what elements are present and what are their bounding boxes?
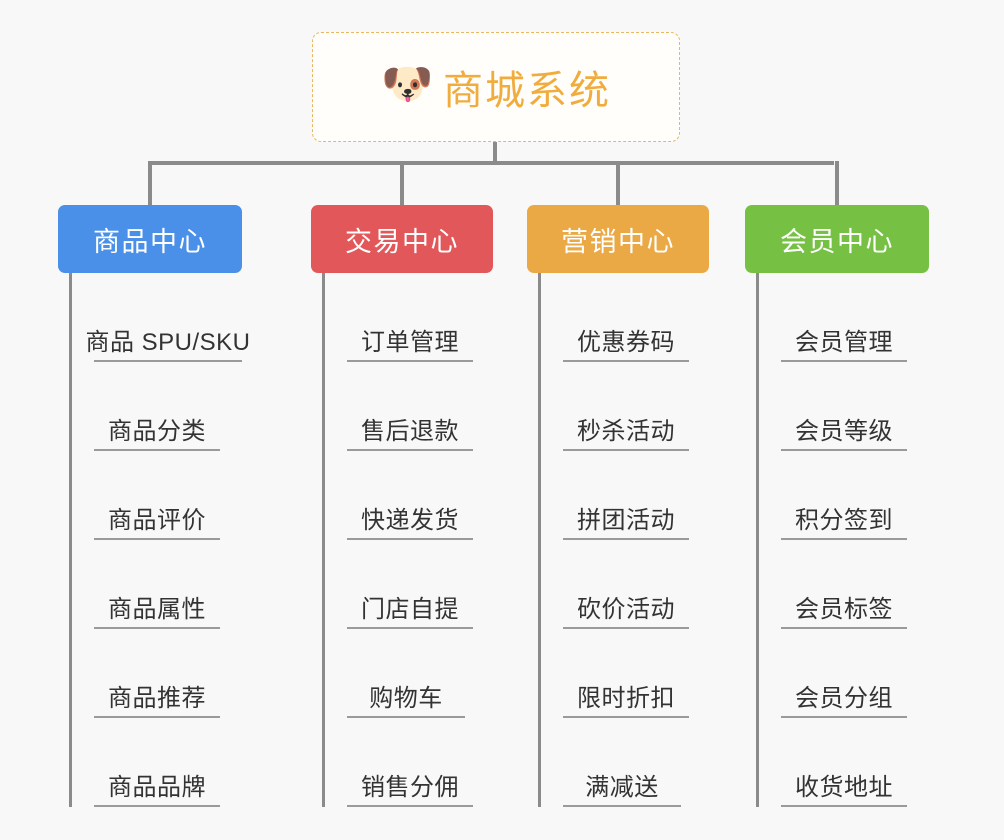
leaf-node-label: 商品推荐 [108,684,206,712]
leaf-node-label: 会员标签 [795,595,893,623]
branch-header-label: 交易中心 [345,226,459,257]
leaf-node-underline: 积分签到 [781,451,907,540]
leaf-list-1: 商品 SPU/SKU 商品分类商品评价商品属性商品推荐商品品牌 [69,273,250,807]
connector-drop-3 [616,161,620,207]
leaf-node[interactable]: 订单管理 [325,273,493,362]
leaf-node-label: 优惠券码 [577,328,675,356]
connector-horizontal-bar [148,161,834,165]
leaf-node-label: 砍价活动 [577,595,675,623]
root-node-title: 商城系统 [443,69,611,113]
leaf-node[interactable]: 购物车 [325,629,493,718]
leaf-node-underline: 优惠券码 [563,273,689,362]
branch-header-label: 营销中心 [561,226,675,257]
leaf-node-underline: 销售分佣 [347,718,473,807]
leaf-node[interactable]: 商品分类 [72,362,242,451]
connector-drop-4 [835,161,839,207]
leaf-node-label: 限时折扣 [577,684,675,712]
leaf-node[interactable]: 积分签到 [759,451,929,540]
leaf-node-label: 商品 SPU/SKU [85,328,251,356]
leaf-node-label: 商品属性 [108,595,206,623]
leaf-node-label: 会员管理 [795,328,893,356]
leaf-node[interactable]: 限时折扣 [541,629,709,718]
leaf-list-2: 订单管理售后退款快递发货门店自提购物车销售分佣 [322,273,493,807]
leaf-node[interactable]: 商品 SPU/SKU [72,273,250,362]
leaf-node[interactable]: 销售分佣 [325,718,493,807]
leaf-node-underline: 会员分组 [781,629,907,718]
leaf-node[interactable]: 满减送 [541,718,709,807]
leaf-node-label: 销售分佣 [361,773,459,801]
leaf-node-label: 商品品牌 [108,773,206,801]
branch-column-3: 营销中心优惠券码秒杀活动拼团活动砍价活动限时折扣满减送 [527,205,709,807]
leaf-node-label: 会员分组 [795,684,893,712]
leaf-node-label: 售后退款 [361,417,459,445]
leaf-node[interactable]: 商品品牌 [72,718,242,807]
leaf-node-label: 订单管理 [361,328,459,356]
branch-header-label: 商品中心 [93,226,207,257]
branch-header-3[interactable]: 营销中心 [527,205,709,273]
leaf-node-underline: 商品分类 [94,362,220,451]
leaf-node[interactable]: 门店自提 [325,540,493,629]
branch-header-label: 会员中心 [780,226,894,257]
branch-column-1: 商品中心商品 SPU/SKU 商品分类商品评价商品属性商品推荐商品品牌 [58,205,250,807]
leaf-node-label: 积分签到 [795,506,893,534]
leaf-node[interactable]: 会员分组 [759,629,929,718]
leaf-node-underline: 秒杀活动 [563,362,689,451]
leaf-node-label: 会员等级 [795,417,893,445]
leaf-node-underline: 会员标签 [781,540,907,629]
leaf-node-label: 购物车 [369,684,443,712]
leaf-node-underline: 会员管理 [781,273,907,362]
root-node-shop-system[interactable]: 🐶 商城系统 [312,32,680,142]
leaf-node-underline: 商品推荐 [94,629,220,718]
leaf-node-underline: 售后退款 [347,362,473,451]
leaf-node[interactable]: 砍价活动 [541,540,709,629]
leaf-node[interactable]: 快递发货 [325,451,493,540]
leaf-node[interactable]: 拼团活动 [541,451,709,540]
leaf-node-label: 商品评价 [108,506,206,534]
leaf-node-label: 快递发货 [361,506,459,534]
leaf-node-underline: 商品属性 [94,540,220,629]
branch-column-4: 会员中心会员管理会员等级积分签到会员标签会员分组收货地址 [745,205,929,807]
branch-header-1[interactable]: 商品中心 [58,205,242,273]
leaf-node-underline: 砍价活动 [563,540,689,629]
connector-drop-1 [148,161,152,207]
leaf-node[interactable]: 秒杀活动 [541,362,709,451]
leaf-node-underline: 拼团活动 [563,451,689,540]
shiba-dog-icon: 🐶 [381,60,434,107]
leaf-node-underline: 收货地址 [781,718,907,807]
leaf-node-underline: 满减送 [563,718,681,807]
leaf-node-label: 门店自提 [361,595,459,623]
leaf-node-underline: 购物车 [347,629,465,718]
branch-header-2[interactable]: 交易中心 [311,205,493,273]
leaf-node[interactable]: 会员等级 [759,362,929,451]
connector-root-stem [493,142,497,164]
leaf-node-underline: 门店自提 [347,540,473,629]
branch-header-4[interactable]: 会员中心 [745,205,929,273]
leaf-node[interactable]: 会员标签 [759,540,929,629]
branch-column-2: 交易中心订单管理售后退款快递发货门店自提购物车销售分佣 [311,205,493,807]
leaf-node[interactable]: 收货地址 [759,718,929,807]
leaf-node[interactable]: 售后退款 [325,362,493,451]
leaf-node-label: 满减送 [585,773,659,801]
leaf-node-underline: 商品评价 [94,451,220,540]
leaf-node-label: 商品分类 [108,417,206,445]
leaf-node-label: 拼团活动 [577,506,675,534]
leaf-node[interactable]: 商品评价 [72,451,242,540]
leaf-node-underline: 商品 SPU/SKU [85,273,250,362]
leaf-node-label: 秒杀活动 [577,417,675,445]
leaf-node[interactable]: 商品推荐 [72,629,242,718]
leaf-node-underline: 商品品牌 [94,718,220,807]
leaf-list-3: 优惠券码秒杀活动拼团活动砍价活动限时折扣满减送 [538,273,709,807]
leaf-node-underline: 限时折扣 [563,629,689,718]
leaf-list-4: 会员管理会员等级积分签到会员标签会员分组收货地址 [756,273,929,807]
leaf-node-underline: 快递发货 [347,451,473,540]
leaf-node-underline: 会员等级 [781,362,907,451]
leaf-node-underline: 订单管理 [347,273,473,362]
connector-drop-2 [400,161,404,207]
leaf-node[interactable]: 优惠券码 [541,273,709,362]
leaf-node[interactable]: 会员管理 [759,273,929,362]
leaf-node-label: 收货地址 [795,773,893,801]
leaf-node[interactable]: 商品属性 [72,540,242,629]
